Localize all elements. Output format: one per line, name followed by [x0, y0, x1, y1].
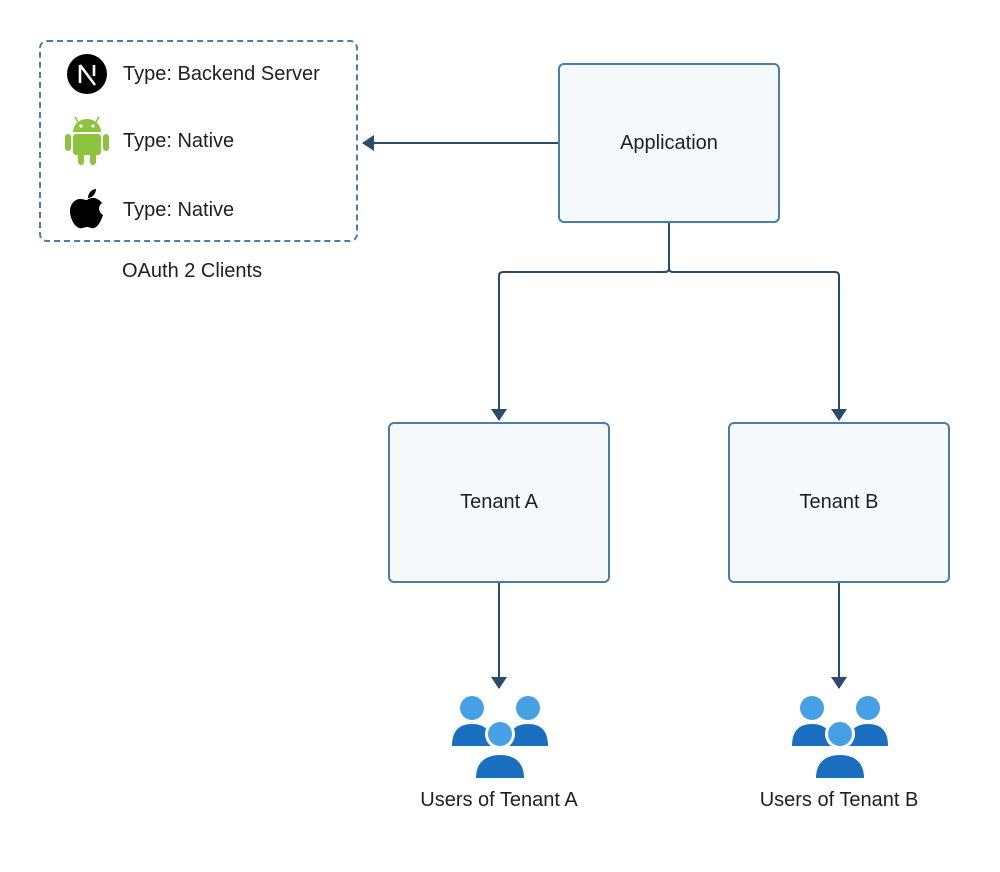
tenant-b-label: Tenant B: [799, 491, 879, 513]
tenant-a-label: Tenant A: [460, 491, 538, 513]
users-group-icon: [452, 696, 548, 780]
client-type-label: Type: Native: [123, 199, 235, 221]
users-tenant-b-caption: Users of Tenant B: [759, 789, 919, 811]
arrow-application-to-tenant-a: [491, 223, 670, 421]
users-tenant-a-caption: Users of Tenant A: [420, 789, 578, 811]
client-type-label: Type: Backend Server: [123, 63, 320, 85]
tenant-a-node: Tenant A: [388, 422, 610, 583]
arrow-application-to-tenant-b: [668, 267, 847, 421]
oauth-clients-caption: OAuth 2 Clients: [122, 260, 263, 282]
nextjs-icon: [63, 50, 111, 98]
tenant-b-node: Tenant B: [728, 422, 950, 583]
apple-icon: [63, 186, 111, 234]
application-label: Application: [620, 131, 718, 154]
client-type-label: Type: Native: [123, 130, 235, 152]
oauth-clients-group: Type: Backend Server Type: Native: [39, 40, 358, 242]
android-icon: [63, 116, 111, 165]
application-node: Application: [558, 63, 780, 223]
users-group-icon: [792, 696, 888, 780]
